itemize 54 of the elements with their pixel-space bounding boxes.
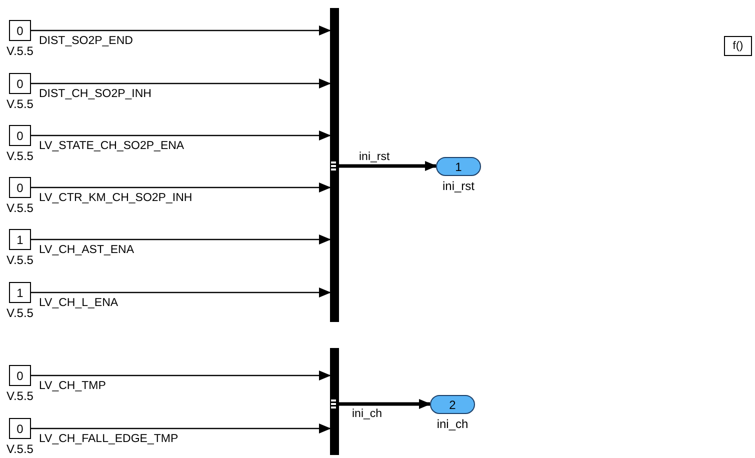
signal-label: LV_CTR_KM_CH_SO2P_INH xyxy=(39,192,192,204)
signal-arrow xyxy=(31,424,331,434)
block-value: 2 xyxy=(449,398,456,410)
signal-arrow xyxy=(31,130,331,140)
signal-label: LV_CH_FALL_EDGE_TMP xyxy=(39,434,178,445)
signal-label: LV_CH_TMP xyxy=(39,380,106,392)
signal-arrow xyxy=(31,370,331,380)
signal-arrow xyxy=(31,182,331,192)
block-value: 0 xyxy=(16,422,24,434)
block-caption: V.5.5 xyxy=(6,202,34,214)
block-value: 1 xyxy=(16,286,24,298)
mux-bar xyxy=(330,8,339,322)
block-caption: V.5.5 xyxy=(6,98,34,110)
block-caption: V.5.5 xyxy=(6,443,34,455)
constant-block xyxy=(9,73,31,94)
block-caption: ini_rst xyxy=(442,180,474,192)
constant-block xyxy=(9,125,31,146)
signal-arrow xyxy=(31,78,331,88)
block-caption: V.5.5 xyxy=(6,390,34,402)
block-caption: V.5.5 xyxy=(6,150,34,162)
signal-label: DIST_CH_SO2P_INH xyxy=(39,88,152,100)
block-value: 0 xyxy=(16,182,24,194)
constant-block xyxy=(9,229,31,250)
block-value: 0 xyxy=(16,130,24,142)
outport-block xyxy=(436,157,481,176)
function-block xyxy=(724,36,752,56)
signal-label: LV_CH_L_ENA xyxy=(39,298,118,309)
block-value: 1 xyxy=(455,160,462,172)
mux-bar xyxy=(330,348,339,455)
signal-label: LV_CH_AST_ENA xyxy=(39,244,134,256)
block-value: 1 xyxy=(16,234,24,246)
block-caption: ini_ch xyxy=(436,418,468,430)
block-caption: V.5.5 xyxy=(6,45,34,57)
bus-arrow xyxy=(339,161,437,171)
block-value: 0 xyxy=(16,24,24,36)
constant-block xyxy=(9,20,31,41)
signal-label: ini_rst xyxy=(359,152,390,164)
signal-arrow xyxy=(31,288,331,298)
signal-label: DIST_SO2P_END xyxy=(39,36,133,47)
block-value: f() xyxy=(732,40,744,52)
constant-block xyxy=(9,365,31,386)
signal-label: ini_ch xyxy=(352,409,382,420)
outport-block xyxy=(430,395,475,414)
bus-arrow xyxy=(339,399,431,409)
constant-block xyxy=(9,282,31,303)
signal-arrow xyxy=(31,26,331,36)
signal-label: LV_STATE_CH_SO2P_ENA xyxy=(39,140,184,152)
block-caption: V.5.5 xyxy=(6,254,34,266)
signal-arrow xyxy=(31,234,331,244)
constant-block xyxy=(9,177,31,198)
block-value: 0 xyxy=(16,370,24,382)
block-value: 0 xyxy=(16,78,24,90)
block-caption: V.5.5 xyxy=(6,307,34,319)
constant-block xyxy=(9,418,31,439)
